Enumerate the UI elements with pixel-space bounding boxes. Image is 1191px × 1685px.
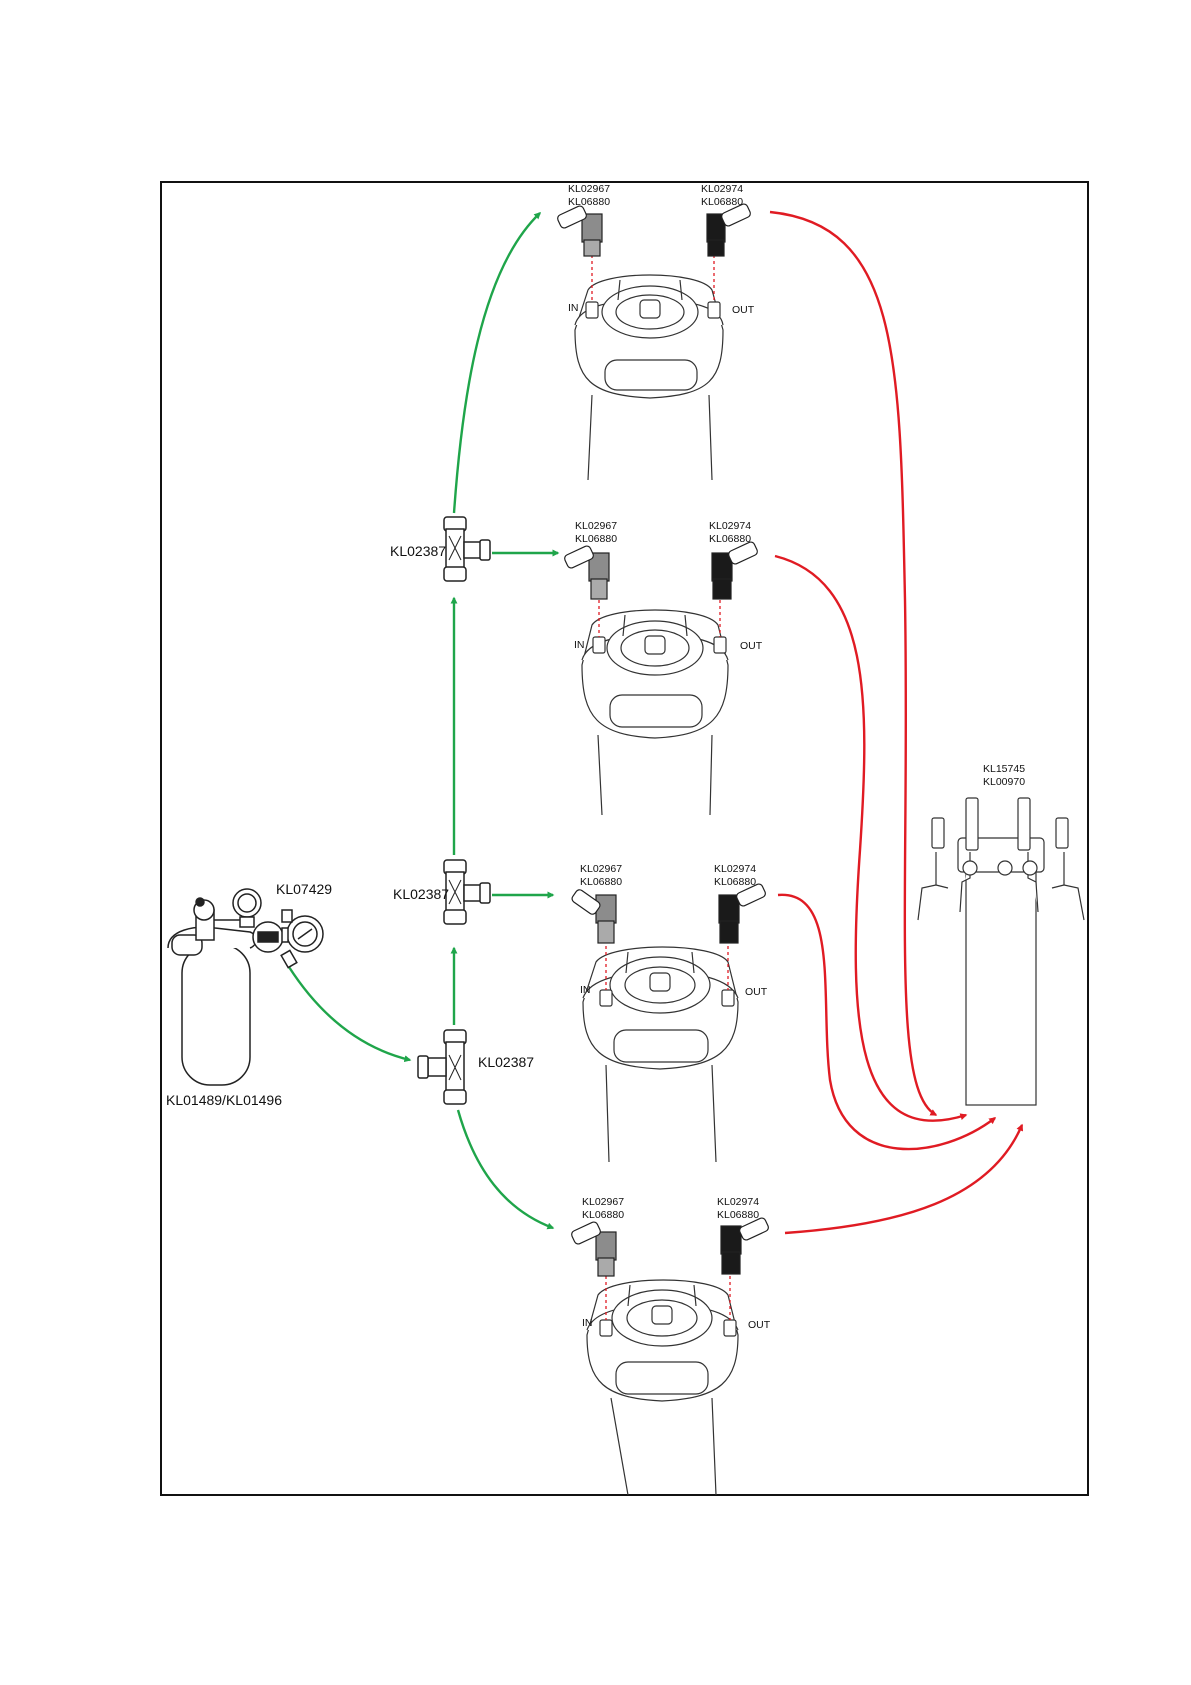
faucet-4 (1052, 852, 1084, 920)
keg-4-gas-disconnect (570, 1221, 616, 1276)
cylinder-label: KL01489/KL01496 (166, 1092, 282, 1108)
tee-lower-label: KL02387 (478, 1054, 534, 1070)
tap-handle-3 (1018, 798, 1030, 850)
keg-4-in-label: IN (582, 1317, 593, 1329)
keg-3-out-label: OUT (745, 986, 768, 998)
tee-upper-label: KL02387 (390, 543, 446, 559)
beer-line-keg-3 (778, 895, 995, 1149)
keg-3-body (583, 947, 738, 1162)
beer-line-keg-1 (770, 212, 936, 1115)
keg-2-gas-part: KL02967 (575, 520, 617, 532)
beer-line-keg-4 (785, 1125, 1022, 1233)
tee-middle-label: KL02387 (393, 886, 449, 902)
keg-4-body (587, 1280, 738, 1495)
keg-1-liquid-part-2: KL06880 (701, 196, 743, 208)
gas-line-regulator-to-lower-tee (289, 967, 410, 1060)
keg-2-liquid-disconnect (712, 541, 759, 599)
keg-3-gas-part-2: KL06880 (580, 876, 622, 888)
keg-2-gas-part-2: KL06880 (575, 533, 617, 545)
keg-3-liquid-disconnect (719, 883, 767, 943)
keg-1-body (575, 275, 723, 480)
pressure-regulator (233, 889, 323, 968)
gas-line-lower-to-keg-4 (458, 1110, 553, 1228)
tap-handle-1 (932, 818, 944, 848)
keg-1-liquid-part: KL02974 (701, 183, 743, 195)
keg-4: KL02967 KL06880 KL02974 KL06880 IN OUT (570, 1196, 770, 1495)
keg-1-in-label: IN (568, 302, 579, 314)
keg-1-liquid-disconnect (707, 203, 752, 256)
tee-splitter-lower (418, 1030, 466, 1104)
keg-3-gas-disconnect (571, 888, 616, 943)
keg-2-liquid-part-2: KL06880 (709, 533, 751, 545)
keg-4-liquid-part: KL02974 (717, 1196, 759, 1208)
keg-4-gas-part-2: KL06880 (582, 1209, 624, 1221)
keg-2-out-label: OUT (740, 640, 763, 652)
keg-4-out-label: OUT (748, 1319, 771, 1331)
tap-handle-2 (966, 798, 978, 850)
keg-1-gas-disconnect (556, 205, 602, 256)
tee-splitter-middle (444, 860, 490, 924)
keg-1-out-label: OUT (732, 304, 755, 316)
keg-2-gas-disconnect (563, 545, 609, 599)
keg-4-gas-part: KL02967 (582, 1196, 624, 1208)
regulator-label: KL07429 (276, 881, 332, 897)
keg-2: KL02967 KL06880 KL02974 KL06880 IN OUT (563, 520, 762, 815)
tower-column (966, 870, 1036, 1105)
keg-3-liquid-part-2: KL06880 (714, 876, 756, 888)
keg-1-gas-part-2: KL06880 (568, 196, 610, 208)
keg-1-gas-part: KL02967 (568, 183, 610, 195)
keg-3: KL02967 KL06880 KL02974 KL06880 IN OUT (571, 863, 768, 1162)
keg-3-liquid-part: KL02974 (714, 863, 756, 875)
tower-label-2: KL00970 (983, 776, 1025, 788)
faucet-1 (918, 852, 948, 920)
keg-3-gas-part: KL02967 (580, 863, 622, 875)
gas-line-upper-to-keg-1 (454, 213, 540, 513)
tower-label-1: KL15745 (983, 763, 1025, 775)
keg-2-in-label: IN (574, 639, 585, 651)
keg-4-liquid-part-2: KL06880 (717, 1209, 759, 1221)
keg-2-liquid-part: KL02974 (709, 520, 751, 532)
keg-1: KL02967 KL06880 KL02974 KL06880 IN OUT (556, 183, 754, 480)
keg-4-liquid-disconnect (721, 1217, 770, 1274)
tee-splitter-upper (444, 517, 490, 581)
keg-2-body (582, 610, 728, 815)
tap-handle-4 (1056, 818, 1068, 848)
beer-tower (918, 798, 1084, 1105)
keg-3-in-label: IN (580, 984, 591, 996)
